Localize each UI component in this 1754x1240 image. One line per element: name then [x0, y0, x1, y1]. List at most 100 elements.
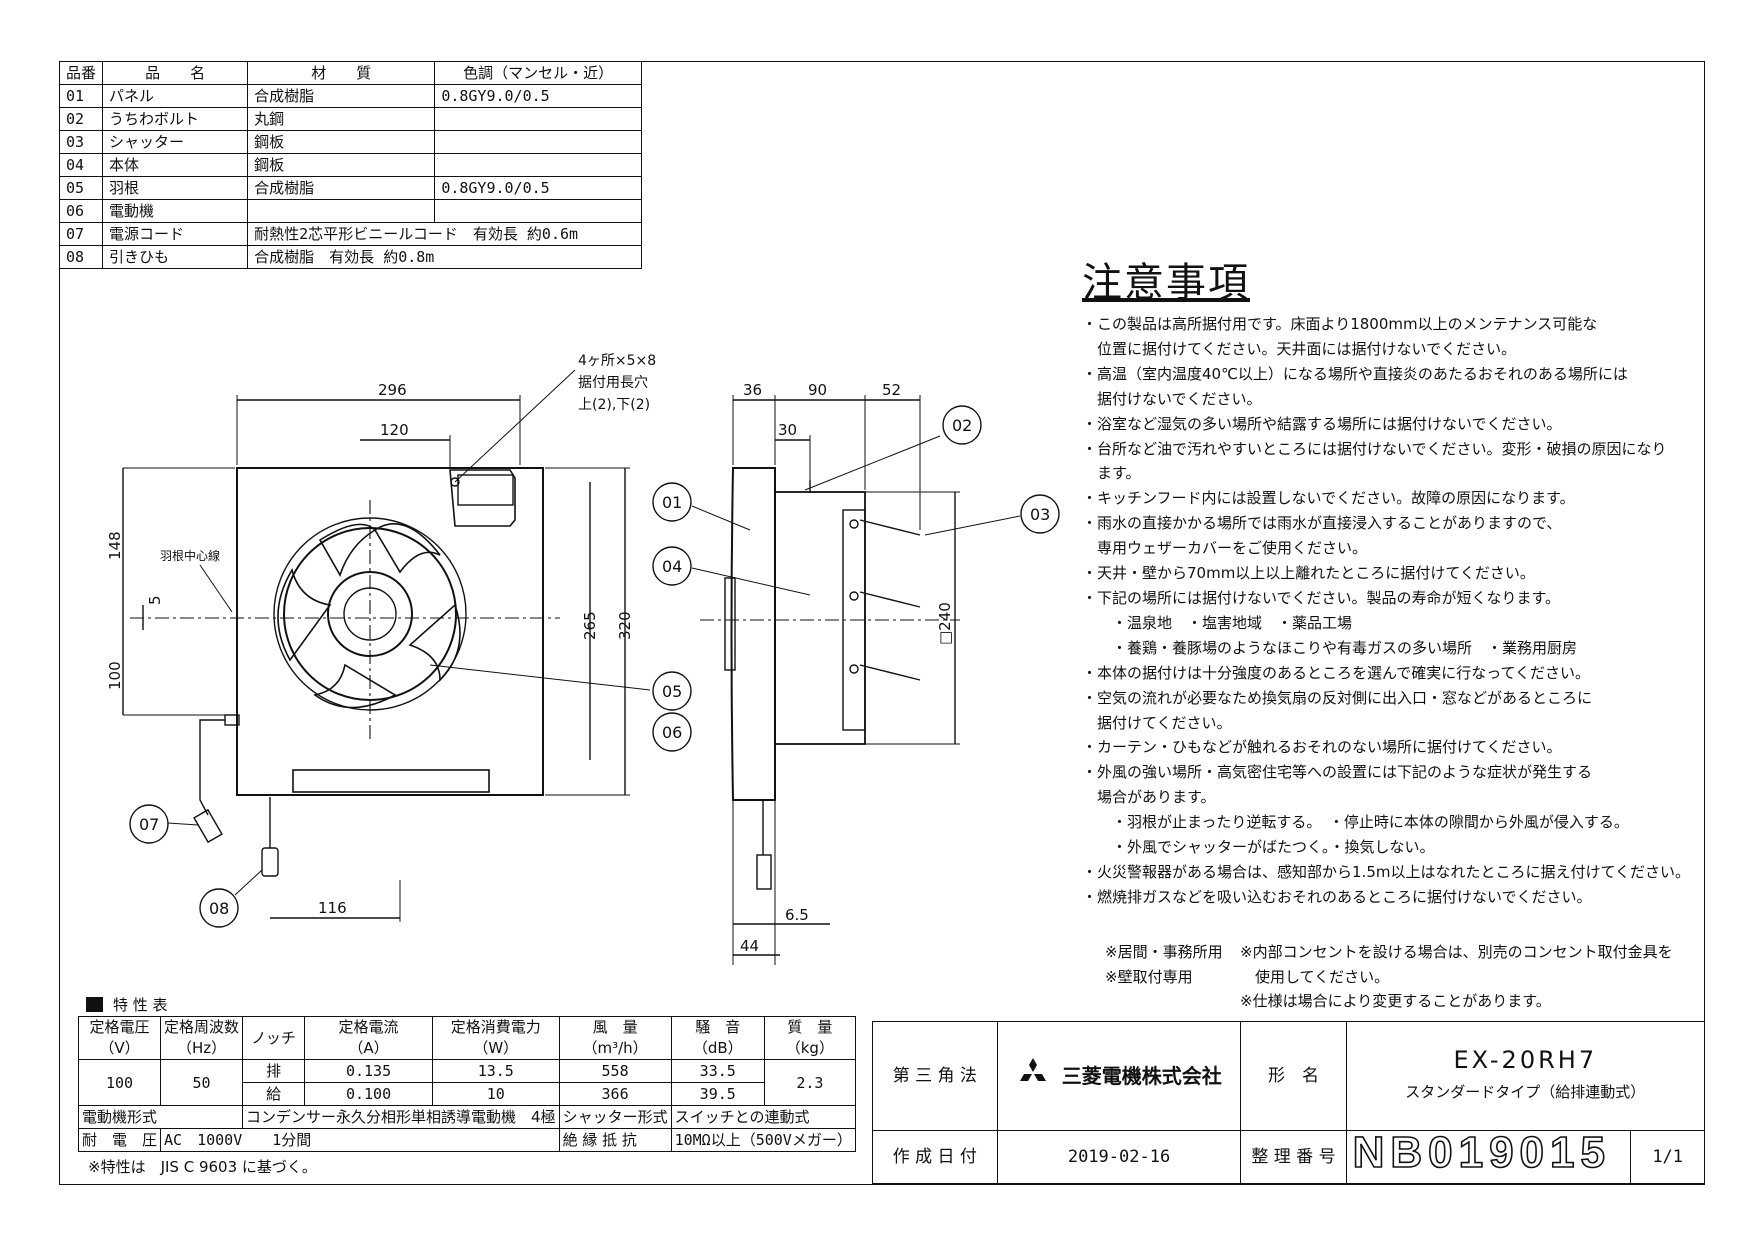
- model-number: EX-20RH7: [1453, 1046, 1598, 1074]
- page-number: 1/1: [1630, 1130, 1705, 1184]
- motor-label: 電動機形式: [77, 1105, 244, 1129]
- caution-line: ・この製品は高所据付用です。床面より1800mm以上のメンテナンス可能な: [1082, 315, 1598, 333]
- mass-value: 2.3: [763, 1059, 856, 1106]
- shutter-value: スイッチとの連動式: [670, 1105, 856, 1129]
- h-current: 定格電流: [338, 1018, 399, 1036]
- caution-line: ・浴室など湿気の多い場所や結露する場所には据付けないでください。: [1082, 414, 1562, 433]
- table-row: 給 0.100 10 366 39.5: [79, 1082, 856, 1106]
- caution-notes: 注意事項 ・この製品は高所据付用です。床面より1800mm以上のメンテナンス可能…: [1082, 250, 1722, 910]
- dim-side-shutter: 52: [882, 381, 901, 399]
- callout-04: 04: [662, 557, 682, 576]
- dim-front-lower: 100: [106, 661, 124, 690]
- h-noise-unit: （dB）: [692, 1039, 743, 1057]
- withstand-label: 耐 電 圧: [77, 1128, 162, 1152]
- part-material: 耐熱性2芯平形ビニールコード 有効長 約0.6m: [247, 222, 642, 246]
- table-row: 電動機形式 コンデンサー永久分相形単相誘導電動機 4極 シャッター形式 スイッチ…: [77, 1105, 856, 1129]
- caution-line: 据付けないでください。: [1082, 389, 1262, 408]
- freq-value: 50: [160, 1059, 244, 1106]
- caution-line: ・羽根が止まったり逆転する。 ・停止時に本体の隙間から外風が侵入する。: [1082, 813, 1629, 832]
- noise-exhaust: 33.5: [670, 1059, 765, 1083]
- spec-title: 特 性 表: [86, 994, 168, 1015]
- note-updown: 上(2),下(2): [578, 397, 650, 413]
- air-supply: 366: [558, 1082, 672, 1106]
- note-holes: 4ヶ所×5×8: [578, 353, 656, 369]
- dim-side-bolt: 30: [778, 421, 797, 439]
- note-blade-center: 羽根中心線: [160, 548, 220, 563]
- callout-01: 01: [662, 493, 682, 512]
- callout-03: 03: [1030, 505, 1050, 524]
- h-mass-unit: （kg）: [785, 1039, 834, 1057]
- dim-side-duct: □240: [936, 602, 954, 645]
- notch-exhaust: 排: [242, 1059, 306, 1083]
- drawing-frame: [59, 61, 1705, 1185]
- h-mass: 質 量: [787, 1018, 833, 1036]
- caution-title: 注意事項: [1082, 260, 1250, 306]
- h-freq-unit: （Hz）: [176, 1039, 227, 1057]
- noise-supply: 39.5: [670, 1082, 765, 1106]
- part-material: 合成樹脂 有効長 約0.8m: [247, 245, 642, 269]
- dim-side-depth: 44: [740, 937, 759, 955]
- h-noise: 騒 音: [695, 1018, 741, 1036]
- mitsubishi-logo-icon: [1016, 1058, 1050, 1094]
- date-value: 2019-02-16: [996, 1130, 1242, 1184]
- callouts: [129, 405, 1060, 928]
- caution-line: ・台所など油で汚れやすいところには据付けないでください。変形・破損の原因になり: [1082, 439, 1667, 458]
- caution-line: ・高温（室内温度40℃以上）になる場所や直接炎のあたるおそれのある場所には: [1082, 364, 1628, 383]
- h-power: 定格消費電力: [450, 1018, 541, 1036]
- caution-line: ・天井・壁から70mm以上以上離れたところに据付けてください。: [1082, 564, 1535, 583]
- caution-line: ・キッチンフード内には設置しないでください。故障の原因になります。: [1082, 489, 1575, 508]
- company-cell: 三菱電機株式会社: [996, 1021, 1242, 1131]
- docno-label: 整 理 番 号: [1240, 1130, 1347, 1184]
- current-exhaust: 0.135: [304, 1059, 433, 1083]
- dim-side-cord: 6.5: [785, 906, 809, 924]
- projection-label: 第 三 角 法: [872, 1021, 998, 1131]
- h-voltage-unit: （V）: [99, 1039, 140, 1057]
- spec-title-text: 特 性 表: [113, 996, 168, 1014]
- part-name: 本体: [102, 153, 249, 177]
- part-no: 08: [58, 245, 104, 269]
- caution-line: ・空気の流れが必要なため換気扇の反対側に出入口・窓などがあるところに: [1082, 688, 1593, 707]
- remark-spec-change: ※仕様は場合により変更することがあります。: [1240, 992, 1551, 1010]
- caution-line: ・本体の据付けは十分強度のあるところを選んで確実に行なってください。: [1082, 663, 1591, 682]
- caution-line: ・温泉地 ・塩害地域 ・薬品工場: [1082, 613, 1353, 632]
- part-name: 引きひも: [102, 245, 249, 269]
- company-name: 三菱電機株式会社: [1061, 1064, 1222, 1088]
- callout-02: 02: [952, 416, 972, 435]
- dim-front-upper: 148: [106, 531, 124, 560]
- dim-front-string: 116: [318, 899, 347, 917]
- front-view: [122, 369, 651, 922]
- model-label: 形 名: [1240, 1021, 1347, 1131]
- header-cell: 品 名: [102, 61, 249, 85]
- remark-usage: ※居間・事務所用: [1105, 943, 1223, 961]
- caution-line: 据付けてください。: [1082, 713, 1232, 732]
- dim-front-hole-offset: 120: [380, 421, 409, 439]
- part-name: シャッター: [102, 130, 249, 154]
- part-material: 合成樹脂: [247, 84, 436, 108]
- model-subtitle: スタンダードタイプ（給排連動式）: [1405, 1083, 1646, 1101]
- dim-front-hole-height: 265: [581, 611, 599, 640]
- spec-note: ※特性は JIS C 9603 に基づく。: [88, 1158, 317, 1176]
- dim-front-offset: 5: [146, 595, 164, 605]
- air-exhaust: 558: [558, 1059, 672, 1083]
- power-exhaust: 13.5: [431, 1059, 560, 1083]
- motor-value: コンデンサー永久分相形単相誘導電動機 4極: [242, 1105, 560, 1129]
- h-current-unit: （A）: [348, 1039, 389, 1057]
- caution-line: ・カーテン・ひもなどが触れるおそれのない場所に据付けてください。: [1082, 738, 1562, 757]
- h-freq: 定格周波数: [164, 1018, 240, 1036]
- caution-line: ・養鶏・養豚場のようなほこりや有毒ガスの多い場所 ・業務用厨房: [1082, 638, 1578, 657]
- document-number: NB019015: [1352, 1127, 1611, 1177]
- caution-line: ます。: [1082, 464, 1141, 483]
- remark-outlet-cont: 使用してください。: [1240, 967, 1390, 986]
- caution-line: ・火災警報器がある場合は、感知部から1.5m以上はなれたところに据え付けてくださ…: [1082, 862, 1691, 881]
- dim-front-height: 320: [616, 611, 634, 640]
- dim-side-panel: 36: [743, 381, 762, 399]
- dim-front-width: 296: [378, 381, 407, 399]
- caution-line: ・燃焼排ガスなどを吸い込むおそれのあるところに据付けないでください。: [1082, 887, 1592, 906]
